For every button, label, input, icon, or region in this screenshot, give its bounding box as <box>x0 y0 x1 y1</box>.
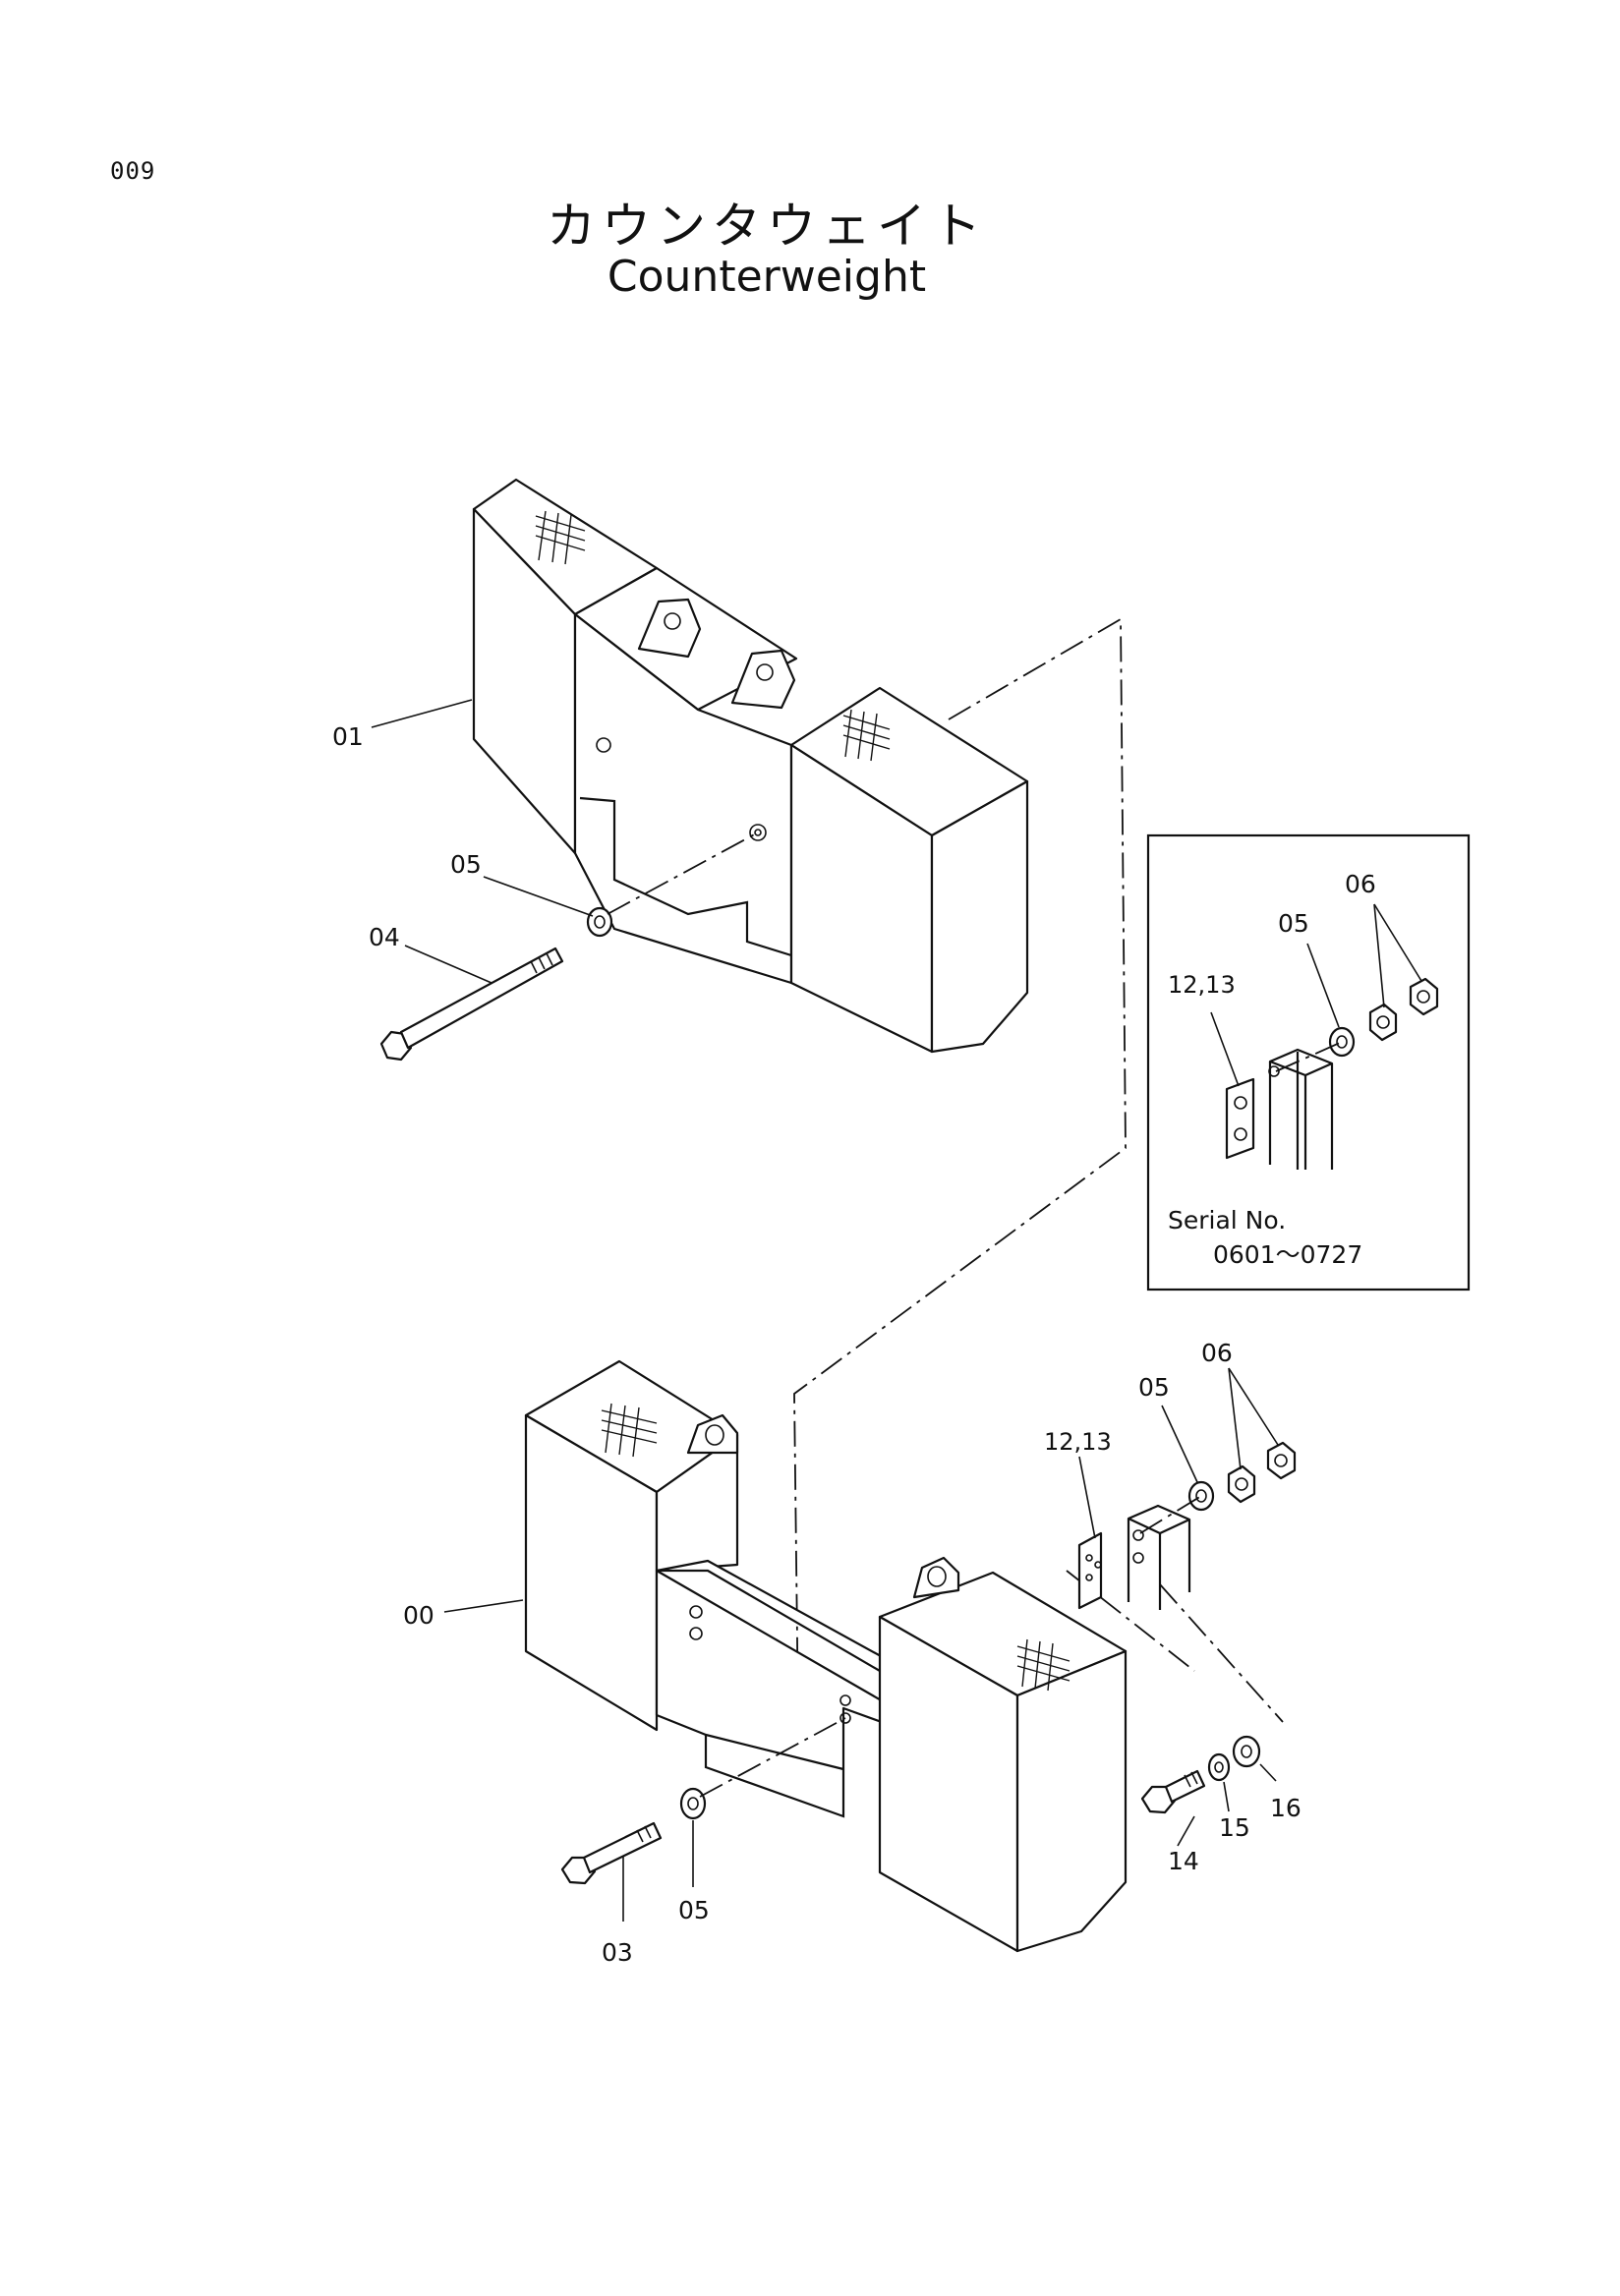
serial-inset-box <box>1146 833 1471 1292</box>
bolt-03 <box>560 1821 663 1885</box>
counterweight-00-drawing <box>524 1359 1128 1953</box>
counterweight-01-drawing <box>472 478 1029 1054</box>
bolt-14-set <box>1140 1735 1261 1814</box>
callout-03: 03 <box>602 1938 633 1967</box>
callout-14: 14 <box>1168 1847 1199 1875</box>
bolt-04 <box>379 947 564 1062</box>
title-japanese: カウンタウェイト <box>547 198 987 255</box>
callout-04: 04 <box>369 923 400 951</box>
callout-05-inset: 05 <box>1278 909 1309 938</box>
washer-05-upper <box>586 906 613 938</box>
callout-16: 16 <box>1270 1794 1302 1822</box>
washer-05-lower <box>679 1787 707 1820</box>
page-number: 009 <box>110 157 156 185</box>
side-bracket-detail <box>1077 1367 1297 1610</box>
serial-no-range: 0601～0727 <box>1213 1240 1362 1269</box>
callout-06-side: 06 <box>1201 1339 1233 1367</box>
callout-01: 01 <box>332 722 364 751</box>
callout-06-inset: 06 <box>1345 870 1376 898</box>
title-english: Counterweight <box>607 252 927 302</box>
callout-05-upper: 05 <box>450 850 482 879</box>
callout-00: 00 <box>403 1601 434 1630</box>
callout-05-lower: 05 <box>678 1896 710 1924</box>
callout-15: 15 <box>1219 1813 1250 1842</box>
callout-12-13-side: 12,13 <box>1044 1428 1112 1456</box>
serial-no-label: Serial No. <box>1168 1206 1286 1234</box>
callout-12-13-inset: 12,13 <box>1168 971 1236 999</box>
callout-05-side: 05 <box>1138 1373 1170 1402</box>
